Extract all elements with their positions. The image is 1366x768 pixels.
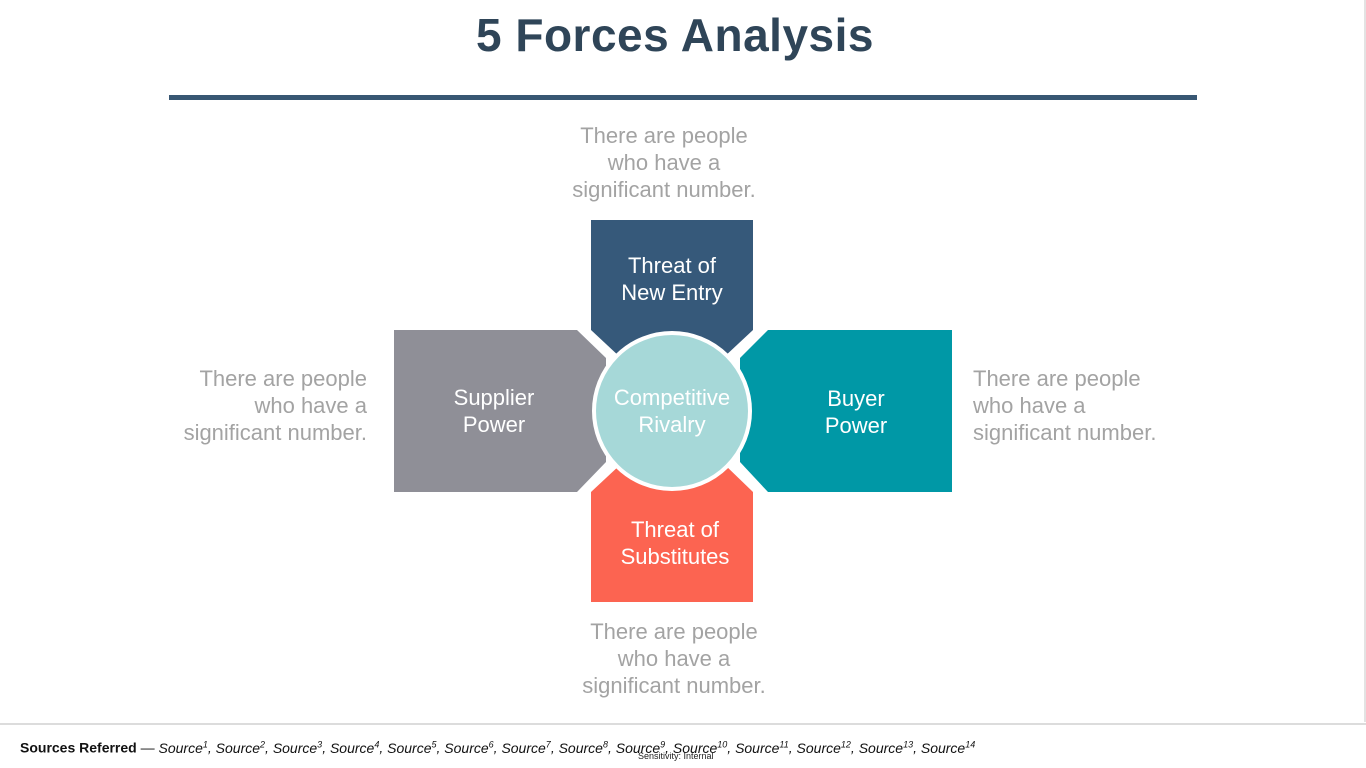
source-ref: Source7	[501, 739, 551, 756]
source-number: 11	[779, 739, 789, 749]
source-ref: Source10	[672, 739, 728, 756]
source-ref: Source3	[272, 739, 323, 756]
label-line: Rivalry	[638, 412, 706, 437]
description-left: There are people who have a significant …	[140, 365, 367, 446]
label-line: Competitive	[613, 385, 731, 410]
description-bottom: There are people who have a significant …	[554, 618, 794, 699]
description-line: who have a	[254, 393, 367, 418]
page-title: 5 Forces Analysis	[476, 9, 874, 61]
title-divider	[169, 95, 1197, 100]
source-number: 7	[545, 739, 551, 749]
label-line: Threat of	[627, 253, 717, 278]
description-line: There are people	[580, 123, 748, 148]
description-line: who have a	[617, 646, 731, 671]
buyer-power-shape	[740, 330, 952, 492]
source-number: 4	[374, 739, 380, 749]
label-line: Buyer	[827, 386, 885, 411]
description-right: There are people who have a significant …	[973, 365, 1213, 446]
source-ref: Source5	[387, 739, 437, 756]
label-line: New Entry	[621, 280, 723, 305]
description-line: who have a	[607, 150, 721, 175]
source-ref: Source1	[158, 739, 208, 756]
source-number: 14	[965, 739, 976, 749]
source-number: 10	[717, 739, 728, 749]
source-list: Source1, Source2, Source3, Source4, Sour…	[158, 739, 976, 756]
label-line: Threat of	[630, 517, 720, 542]
source-number: 13	[903, 739, 914, 749]
description-line: significant number.	[572, 177, 756, 202]
source-number: 5	[431, 739, 437, 749]
competitive-rivalry-circle	[592, 331, 752, 491]
description-line: significant number.	[183, 420, 367, 445]
source-ref: Source9	[615, 739, 666, 756]
description-line: There are people	[590, 619, 758, 644]
buyer-power-label: Buyer Power	[771, 385, 941, 439]
description-line: significant number.	[973, 420, 1157, 445]
source-number: 12	[840, 739, 851, 749]
label-line: Power	[824, 413, 888, 438]
supplier-power-label: Supplier Power	[414, 384, 574, 438]
threat-substitutes-shape	[591, 464, 753, 602]
threat-new-entry-shape	[591, 220, 753, 358]
source-ref: Source8	[558, 739, 608, 756]
description-top: There are people who have a significant …	[544, 122, 784, 203]
source-number: 9	[660, 739, 666, 749]
description-line: There are people	[973, 366, 1141, 391]
source-ref: Source11	[735, 739, 789, 756]
competitive-rivalry-label: Competitive Rivalry	[594, 384, 750, 438]
label-line: Supplier	[453, 385, 535, 410]
description-line: There are people	[199, 366, 367, 391]
source-ref: Source6	[444, 739, 494, 756]
sensitivity-label: Sensitivity: Internal	[638, 751, 714, 761]
label-line: Substitutes	[620, 544, 730, 569]
sources-line: Sources Referred — Source1, Source2, Sou…	[20, 739, 975, 756]
threat-new-entry-label: Threat of New Entry	[591, 252, 753, 306]
source-number: 3	[317, 739, 323, 749]
slide-edge	[1364, 0, 1366, 722]
source-number: 8	[602, 739, 608, 749]
source-number: 6	[488, 739, 494, 749]
sources-label: Sources Referred	[20, 739, 137, 756]
description-line: who have a	[973, 393, 1086, 418]
source-ref: Source4	[329, 739, 380, 756]
source-ref: Source2	[215, 739, 266, 756]
source-number: 2	[260, 739, 266, 749]
source-ref: Source13	[858, 739, 914, 756]
source-number: 1	[202, 739, 208, 749]
footer-divider	[0, 723, 1366, 725]
description-line: significant number.	[582, 673, 766, 698]
label-line: Power	[462, 412, 526, 437]
threat-substitutes-label: Threat of Substitutes	[591, 516, 759, 570]
source-ref: Source12	[796, 739, 851, 756]
supplier-power-shape	[394, 330, 606, 492]
source-ref: Source14	[920, 739, 976, 756]
sources-separator: —	[136, 739, 159, 756]
